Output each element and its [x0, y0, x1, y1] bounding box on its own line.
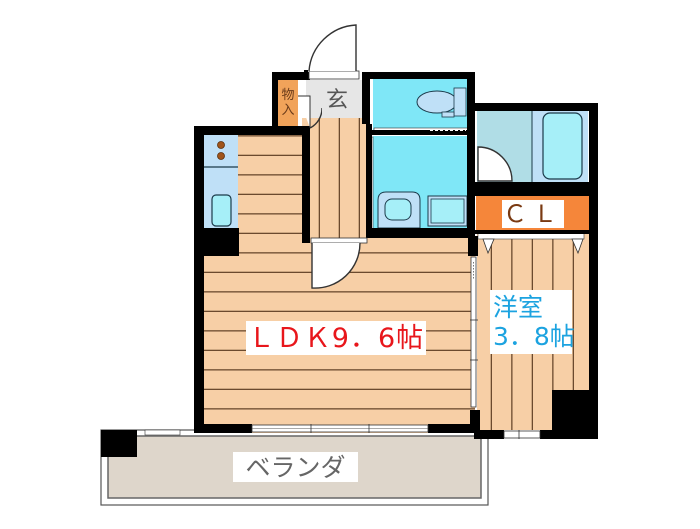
- storage-label-line1: 物: [281, 88, 295, 103]
- veranda-label: ベランダ: [233, 452, 358, 482]
- veranda: [100, 429, 489, 506]
- storage-label: 物 入: [278, 82, 298, 124]
- western-room-label: 洋室 3．8帖: [490, 290, 575, 354]
- western-room-name: 洋室: [493, 293, 544, 322]
- washroom: [368, 136, 470, 230]
- closet-label: ＣＬ: [502, 200, 564, 228]
- western-room-size: 3．8帖: [493, 322, 575, 351]
- hallway: [302, 118, 368, 240]
- windows: [144, 256, 541, 439]
- storage-label-line2: 入: [281, 103, 295, 118]
- ldk-label: ＬＤＫ9．6帖: [246, 321, 426, 355]
- toilet-room: [373, 78, 470, 133]
- walls: [194, 70, 598, 439]
- genkan-label: 玄: [322, 86, 352, 116]
- doors: [298, 24, 513, 289]
- kitchen-counter: [204, 135, 238, 235]
